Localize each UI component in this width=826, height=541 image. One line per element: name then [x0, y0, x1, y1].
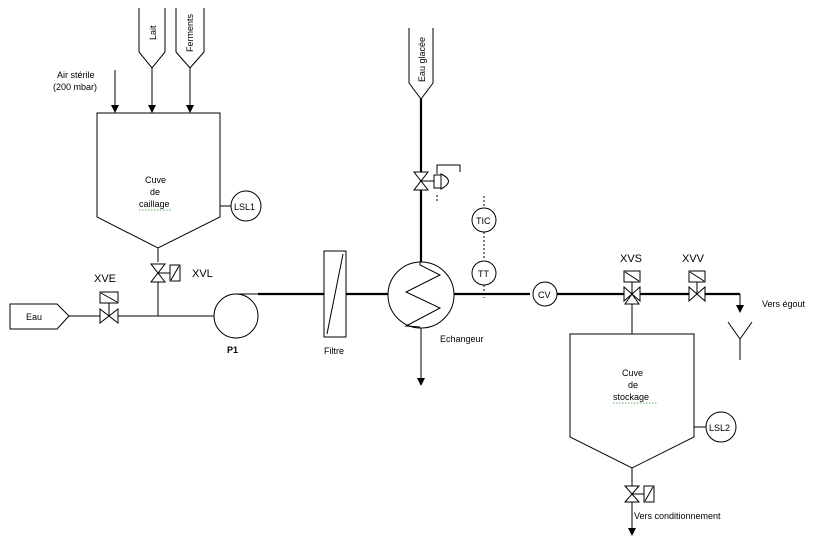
- pump-p1: P1: [213, 293, 259, 355]
- lait-label: Lait: [148, 25, 158, 40]
- vers-conditionnement-label: Vers conditionnement: [634, 511, 721, 521]
- cv-instrument: CV: [532, 281, 558, 307]
- outlet-valve[interactable]: [623, 485, 655, 503]
- lait-inlet: Lait: [138, 8, 166, 113]
- tic-label: TIC: [476, 216, 491, 226]
- air-sterile-label: Air stérile: [57, 70, 95, 80]
- xve-label: XVE: [94, 273, 116, 285]
- xvs-valve[interactable]: XVS: [620, 253, 642, 305]
- cuve-stockage-line3: stockage: [613, 392, 649, 402]
- eau-glacee-label: Eau glacée: [417, 37, 427, 82]
- vers-egout-label: Vers égout: [762, 299, 806, 309]
- eau-inlet: Eau: [9, 303, 70, 330]
- pump-label: P1: [227, 345, 238, 355]
- air-sterile-inlet: Air stérile (200 mbar): [53, 70, 119, 113]
- xvl-label: XVL: [192, 268, 213, 280]
- cuve-caillage: Cuve de caillage: [96, 112, 221, 249]
- xvl-valve[interactable]: XVL: [149, 263, 213, 283]
- xvs-label: XVS: [620, 253, 642, 265]
- lsl1-label: LSL1: [234, 202, 255, 212]
- tt-label: TT: [478, 269, 489, 279]
- ferments-label: Ferments: [185, 13, 195, 52]
- eau-glacee-inlet: Eau glacée: [408, 28, 434, 100]
- lsl2-instrument: LSL2: [694, 411, 737, 443]
- xvv-label: XVV: [682, 253, 705, 265]
- cuve-stockage-line2: de: [628, 380, 638, 390]
- eau-label: Eau: [26, 312, 42, 322]
- cuve-stockage-line1: Cuve: [622, 368, 643, 378]
- echangeur-label: Echangeur: [440, 334, 484, 344]
- cuve-caillage-line3: caillage: [139, 199, 170, 209]
- drain-symbol: [727, 321, 753, 360]
- ferments-inlet: Ferments: [175, 8, 205, 113]
- air-sterile-pressure: (200 mbar): [53, 82, 97, 92]
- echangeur: Echangeur: [387, 261, 484, 344]
- tic-instrument: TIC: [471, 196, 497, 260]
- filtre-label: Filtre: [324, 346, 344, 356]
- cuve-caillage-line2: de: [150, 187, 160, 197]
- cuve-caillage-line1: Cuve: [145, 175, 166, 185]
- tt-instrument: TT: [471, 260, 497, 298]
- lsl2-label: LSL2: [709, 423, 730, 433]
- filtre: Filtre: [323, 250, 347, 356]
- cuve-stockage: Cuve de stockage: [569, 333, 695, 469]
- cv-label: CV: [538, 290, 551, 300]
- lsl1-instrument: LSL1: [220, 190, 262, 222]
- xvv-valve[interactable]: XVV: [682, 253, 706, 303]
